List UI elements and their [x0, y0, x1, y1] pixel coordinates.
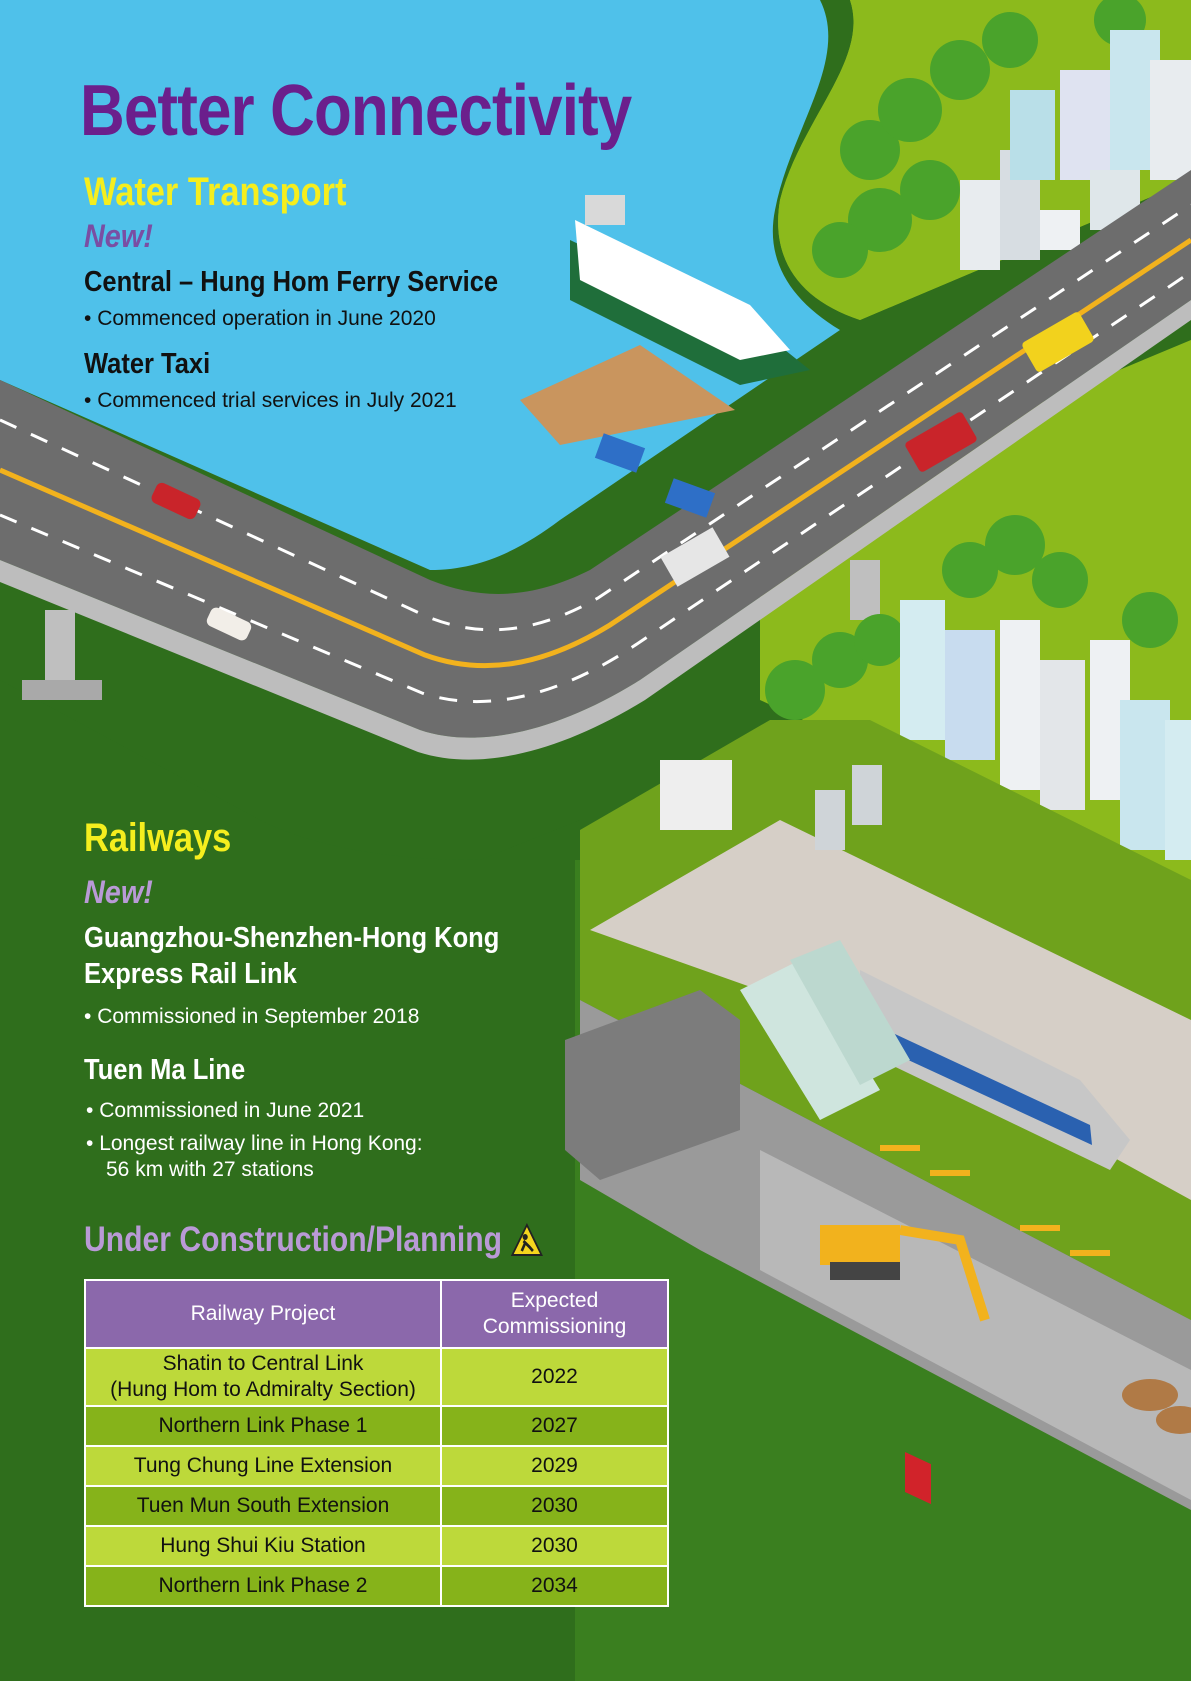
tuen-ma-bullet-2: • Longest railway line in Hong Kong:	[86, 1132, 423, 1155]
bullet-dot: •	[84, 307, 92, 330]
project-cell: Tuen Mun South Extension	[84, 1485, 442, 1527]
express-rail-title-line-2: Express Rail Link	[84, 958, 297, 990]
excavator-icon	[820, 1225, 990, 1322]
page-title: Better Connectivity	[80, 71, 632, 151]
express-rail-title: Guangzhou-Shenzhen-Hong Kong Express Rai…	[84, 920, 499, 992]
tuen-ma-line-title: Tuen Ma Line	[84, 1054, 246, 1086]
train-icon	[860, 970, 1130, 1505]
soil-pile	[1122, 1379, 1191, 1434]
tree-icon	[812, 0, 1146, 278]
year-cell: 2029	[440, 1445, 669, 1487]
year-cell: 2034	[440, 1565, 669, 1607]
ferry-service-bullet: • Commenced operation in June 2020	[84, 307, 436, 330]
construction-heading-text: Under Construction/Planning	[84, 1220, 503, 1259]
railway-projects-table: Railway Project Expected Commissioning S…	[84, 1279, 669, 1607]
project-cell-line-2: (Hung Hom to Admiralty Section)	[110, 1378, 416, 1401]
buildings-middle	[900, 600, 1191, 860]
year-cell: 2030	[440, 1485, 669, 1527]
tree-icon	[765, 515, 1178, 720]
water-taxi-title: Water Taxi	[84, 348, 211, 380]
table-header-row: Railway Project Expected Commissioning	[84, 1279, 669, 1349]
bullet-dot: •	[84, 1005, 92, 1028]
project-cell: Hung Shui Kiu Station	[84, 1525, 442, 1567]
table-row: Shatin to Central Link (Hung Hom to Admi…	[84, 1347, 669, 1407]
year-cell: 2030	[440, 1525, 669, 1567]
tuen-ma-bullet-3: 56 km with 27 stations	[106, 1158, 314, 1181]
car-icon	[206, 607, 252, 641]
bullet-dot: •	[86, 1099, 94, 1122]
table-row: Northern Link Phase 1 2027	[84, 1405, 669, 1447]
sign-gantry	[594, 433, 716, 518]
bus-icon	[905, 412, 977, 472]
water-new-tag: New!	[84, 218, 153, 254]
construction-heading: Under Construction/Planning	[84, 1220, 544, 1260]
table-row: Tung Chung Line Extension 2029	[84, 1445, 669, 1487]
project-cell: Tung Chung Line Extension	[84, 1445, 442, 1487]
truck-icon	[660, 527, 730, 587]
barrier-icon	[880, 1145, 1110, 1256]
construction-warning-icon	[510, 1223, 544, 1256]
pier-icon	[520, 345, 735, 445]
table-row: Northern Link Phase 2 2034	[84, 1565, 669, 1607]
escalator-icon	[740, 940, 910, 1120]
project-cell: Shatin to Central Link (Hung Hom to Admi…	[84, 1347, 442, 1407]
highway	[0, 170, 1191, 760]
express-rail-title-line-1: Guangzhou-Shenzhen-Hong Kong	[84, 922, 500, 954]
railways-heading: Railways	[84, 816, 232, 860]
bullet-dot: •	[84, 389, 92, 412]
ferry-icon	[570, 195, 810, 385]
tuen-ma-bullet-1: • Commissioned in June 2021	[86, 1099, 365, 1122]
project-cell-line-1: Shatin to Central Link	[162, 1352, 364, 1375]
buildings-top	[960, 30, 1191, 270]
column-header-commissioning-text: Expected Commissioning	[482, 1289, 627, 1338]
bus-icon	[1022, 312, 1094, 372]
bullet-dot: •	[86, 1132, 94, 1155]
water-transport-heading: Water Transport	[84, 170, 347, 214]
table-row: Hung Shui Kiu Station 2030	[84, 1525, 669, 1567]
railways-new-tag: New!	[84, 874, 153, 910]
water-taxi-bullet: • Commenced trial services in July 2021	[84, 389, 457, 412]
project-cell: Northern Link Phase 2	[84, 1565, 442, 1607]
ferry-service-title: Central – Hung Hom Ferry Service	[84, 266, 499, 298]
table-row: Tuen Mun South Extension 2030	[84, 1485, 669, 1527]
year-cell: 2022	[440, 1347, 669, 1407]
year-cell: 2027	[440, 1405, 669, 1447]
column-header-project: Railway Project	[84, 1279, 442, 1349]
express-rail-bullet: • Commissioned in September 2018	[84, 1005, 420, 1028]
car-icon	[151, 482, 201, 520]
project-cell: Northern Link Phase 1	[84, 1405, 442, 1447]
column-header-commissioning: Expected Commissioning	[440, 1279, 669, 1349]
